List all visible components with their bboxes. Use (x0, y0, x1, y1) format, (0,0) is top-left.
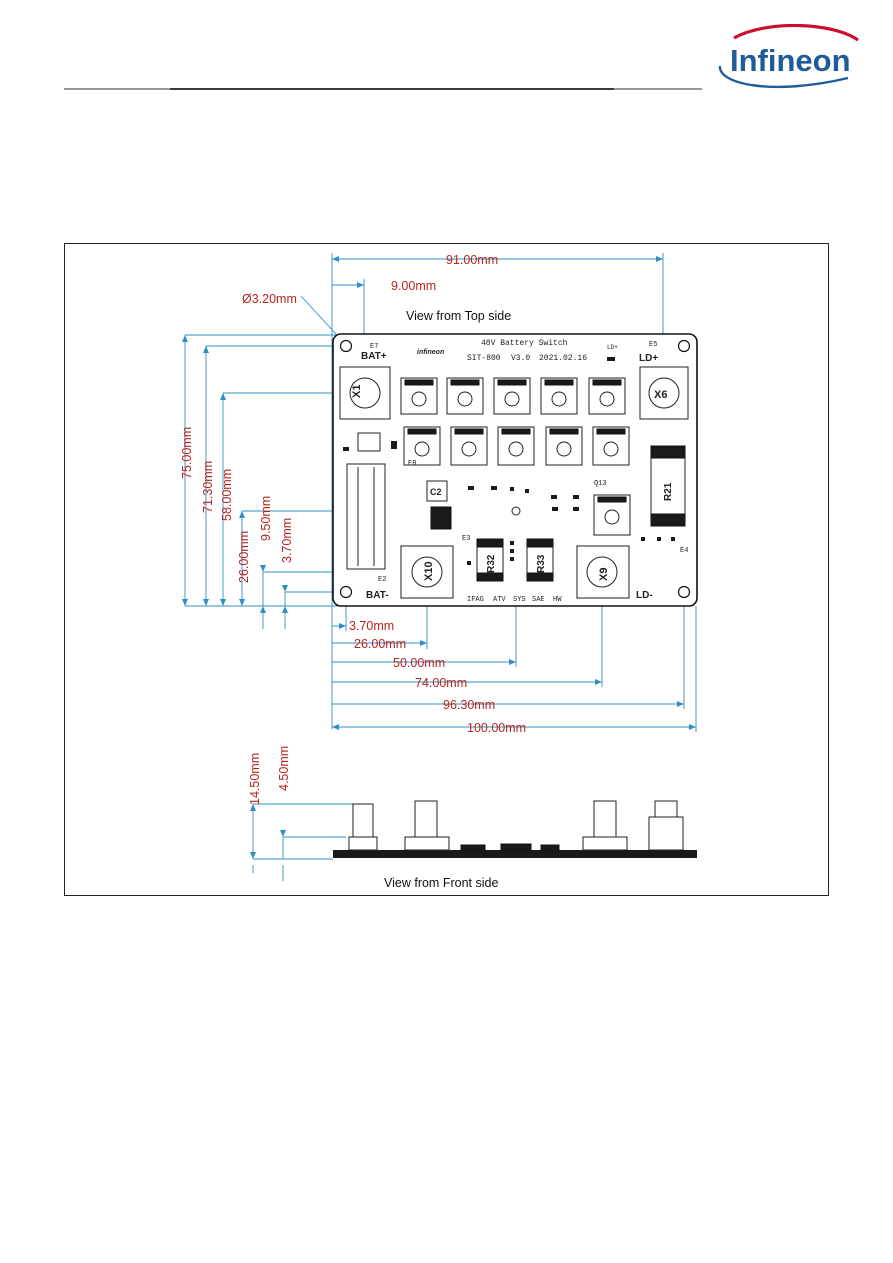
dim-75mm: 75.00mm (180, 427, 194, 479)
silk-footer: IFAG ATV SYS SAE HW (467, 596, 562, 604)
silk-date: 2021.02.16 (539, 354, 587, 363)
silk-logo: infineon (417, 349, 444, 356)
silk-ld-plus-led: LD+ (607, 344, 618, 351)
dim-3-7mm-horizontal: 3.70mm (349, 619, 394, 633)
silk-e5: E5 (649, 341, 657, 349)
svg-text:X1: X1 (351, 385, 363, 398)
mounting-hole (677, 339, 691, 353)
svg-text:X9: X9 (598, 568, 610, 581)
infineon-logo: Infineon (718, 24, 859, 89)
mounting-hole (677, 585, 691, 599)
dim-100mm: 100.00mm (467, 721, 526, 735)
silk-bat-plus: BAT+ (361, 351, 387, 362)
silk-board-id: SIT-800 (467, 354, 501, 363)
mounting-hole (339, 585, 353, 599)
shunt-r33: R33 (526, 538, 554, 582)
dim-3-7mm-vertical: 3.70mm (280, 518, 294, 563)
shunt-r32: R32 (476, 538, 504, 582)
silk-ld-minus: LD- (636, 590, 653, 601)
terminal-x9: X9 (576, 545, 630, 599)
terminal-x1: X1 (339, 366, 391, 420)
dim-9mm: 9.00mm (391, 279, 436, 293)
silk-version: V3.0 (511, 354, 530, 363)
regulator (357, 432, 381, 452)
dim-26mm-horizontal: 26.00mm (354, 637, 406, 651)
small-components (343, 357, 675, 565)
svg-text:R21: R21 (663, 482, 674, 501)
silk-e4: E4 (680, 547, 688, 555)
dim-71-3mm: 71.30mm (201, 461, 215, 513)
dim-74mm: 74.00mm (415, 676, 467, 690)
silk-e3: E3 (462, 535, 470, 543)
silk-ld-plus: LD+ (639, 353, 658, 364)
silk-e8: E8 (408, 460, 416, 468)
dim-14-5mm: 14.50mm (248, 753, 262, 805)
svg-text:R33: R33 (536, 554, 547, 573)
svg-text:X6: X6 (654, 389, 667, 401)
controller-ic (430, 506, 452, 530)
dim-91mm: 91.00mm (446, 253, 498, 267)
mosfet-row-lower (403, 426, 631, 536)
dim-4-5mm: 4.50mm (277, 746, 291, 791)
svg-text:R32: R32 (486, 554, 497, 573)
capacitor-c2: C2 (426, 480, 448, 502)
pcb-front-view (333, 800, 697, 858)
dim-hole-diameter: Ø3.20mm (242, 292, 297, 306)
front-view-caption: View from Front side (384, 876, 498, 890)
logo-wordmark: Infineon (730, 43, 851, 78)
dim-9-5mm: 9.50mm (259, 496, 273, 541)
dimension-arrows (182, 256, 696, 859)
terminal-x6: X6 (639, 366, 689, 420)
dim-96-3mm: 96.30mm (443, 698, 495, 712)
silk-bat-minus: BAT- (366, 590, 389, 601)
svg-text:SAE: SAE (532, 596, 545, 604)
silk-title: 48V Battery Switch (481, 339, 568, 348)
top-view-caption: View from Top side (406, 309, 511, 323)
silk-q13: Q13 (594, 480, 607, 488)
shunt-r21: R21 (650, 445, 686, 527)
svg-text:IFAG: IFAG (467, 596, 484, 604)
header-rule-accent (170, 88, 614, 90)
pcb-top-view: X1 X6 X10 X9 (332, 333, 698, 607)
svg-text:ATV: ATV (493, 596, 506, 604)
silk-e7: E7 (370, 343, 378, 351)
svg-text:C2: C2 (430, 487, 442, 497)
mechanical-drawing: 91.00mm 9.00mm Ø3.20mm 75.00mm 71.30mm 5… (180, 253, 698, 890)
mechanical-drawing-frame: 91.00mm 9.00mm Ø3.20mm 75.00mm 71.30mm 5… (64, 243, 829, 896)
terminal-x10: X10 (400, 545, 454, 599)
dim-26mm-vertical: 26.00mm (237, 531, 251, 583)
dim-58mm: 58.00mm (220, 469, 234, 521)
svg-text:HW: HW (553, 596, 562, 604)
testpoint (511, 506, 521, 516)
svg-text:SYS: SYS (513, 596, 526, 604)
mosfet-row-upper (400, 377, 626, 415)
dim-50mm: 50.00mm (393, 656, 445, 670)
mounting-hole (339, 339, 353, 353)
pin-header (346, 463, 386, 570)
silk-e2: E2 (378, 576, 386, 584)
svg-text:X10: X10 (423, 561, 435, 581)
